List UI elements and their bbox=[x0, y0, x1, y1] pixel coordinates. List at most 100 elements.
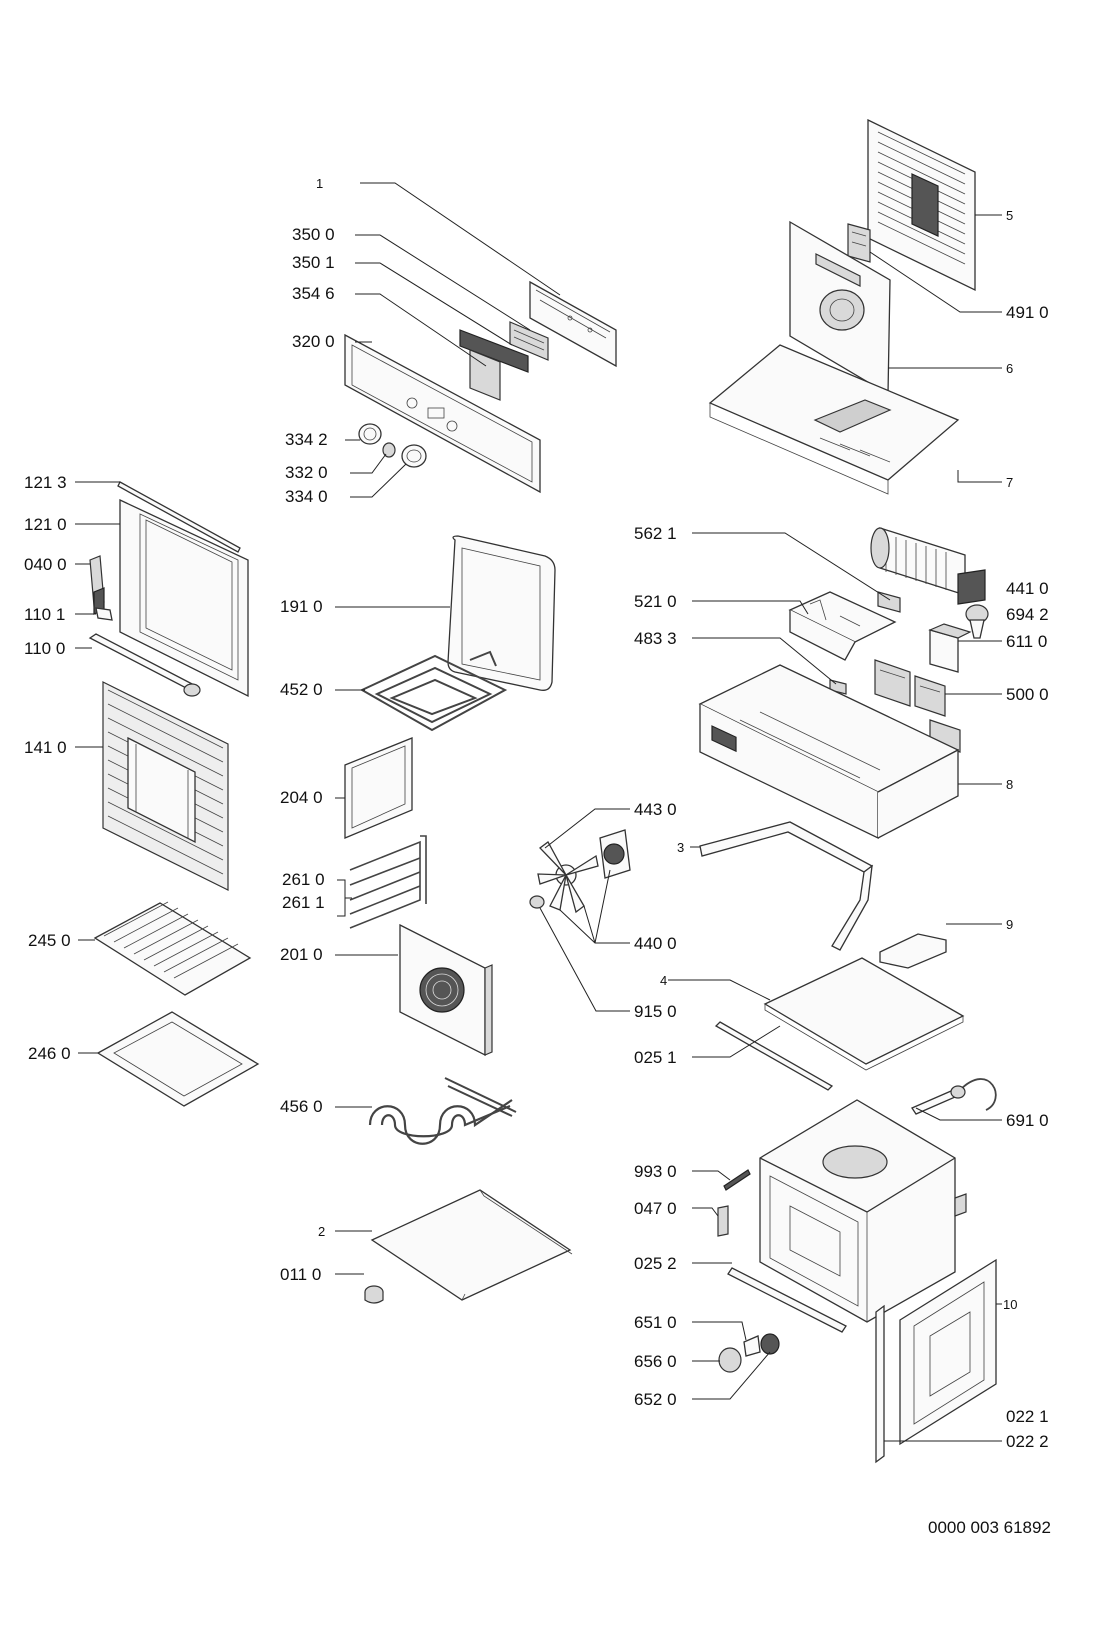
part-3200-control-panel bbox=[344, 333, 541, 494]
part-6520-lamp-holder bbox=[760, 1333, 780, 1355]
label-110-0: 110 0 bbox=[24, 639, 65, 658]
label-9: 9 bbox=[1006, 917, 1013, 932]
label-441-0: 441 0 bbox=[1006, 579, 1049, 598]
part-4560-bottom-element bbox=[368, 1077, 517, 1145]
part-4-heat-shield bbox=[763, 957, 965, 1071]
label-025-1: 025 1 bbox=[634, 1048, 677, 1067]
label-334-2: 334 2 bbox=[285, 430, 328, 449]
label-7: 7 bbox=[1006, 475, 1013, 490]
part-1101-handle-support bbox=[95, 607, 113, 621]
part-0400-hinge bbox=[89, 555, 105, 615]
part-6110-relay bbox=[928, 623, 972, 673]
part-4520-grill-element bbox=[359, 650, 508, 732]
label-350-0: 350 0 bbox=[292, 225, 335, 244]
part-5621-clip bbox=[877, 591, 901, 613]
label-456-0: 456 0 bbox=[280, 1097, 323, 1116]
part-3500-control-module bbox=[509, 321, 549, 361]
label-121-3: 121 3 bbox=[24, 473, 67, 492]
label-652-0: 652 0 bbox=[634, 1390, 677, 1409]
part-2010-fan-cover bbox=[399, 923, 493, 1057]
part-6910-sensor bbox=[911, 1078, 997, 1115]
part-3340-knob bbox=[401, 444, 427, 468]
label-2: 2 bbox=[318, 1224, 325, 1239]
part-3546-display bbox=[469, 349, 501, 401]
label-261-0: 261 0 bbox=[282, 870, 325, 889]
label-562-1: 562 1 bbox=[634, 524, 677, 543]
part-4910-terminal-block bbox=[847, 223, 871, 263]
part-8-chassis-tray bbox=[698, 664, 960, 840]
label-491-0: 491 0 bbox=[1006, 303, 1049, 322]
label-011-0: 011 0 bbox=[280, 1265, 321, 1284]
label-204-0: 204 0 bbox=[280, 788, 323, 807]
label-320-0: 320 0 bbox=[292, 332, 335, 351]
label-022-1: 022 1 bbox=[1006, 1407, 1049, 1426]
part-0470-hinge-receiver bbox=[717, 1205, 729, 1237]
label-651-0: 651 0 bbox=[634, 1313, 677, 1332]
part-3342-knob bbox=[358, 423, 382, 445]
label-025-2: 025 2 bbox=[634, 1254, 677, 1273]
label-110-1: 110 1 bbox=[24, 605, 65, 624]
part-6-back-wall bbox=[789, 220, 891, 396]
label-611-0: 611 0 bbox=[1006, 632, 1047, 651]
part-4410-tangential-fan bbox=[870, 527, 986, 605]
part-2040-side-rack bbox=[344, 737, 413, 839]
label-483-3: 483 3 bbox=[634, 629, 677, 648]
label-3: 3 bbox=[677, 840, 684, 855]
label-443-0: 443 0 bbox=[634, 800, 677, 819]
part-10-side-panel bbox=[899, 1258, 997, 1446]
label-915-0: 915 0 bbox=[634, 1002, 677, 1021]
part-7-top-cover bbox=[708, 344, 960, 495]
label-201-0: 201 0 bbox=[280, 945, 323, 964]
part-2-bottom-plate bbox=[370, 1189, 573, 1301]
label-121-0: 121 0 bbox=[24, 515, 67, 534]
part-labels: 1 350 0 350 1 354 6 320 0 334 2 332 0 33… bbox=[24, 176, 1049, 1451]
label-1: 1 bbox=[316, 176, 323, 191]
part-3-front-frame bbox=[699, 821, 874, 951]
label-6: 6 bbox=[1006, 361, 1013, 376]
part-5-rear-panel bbox=[867, 118, 976, 292]
label-246-0: 246 0 bbox=[28, 1044, 71, 1063]
part-1213-door-trim bbox=[117, 481, 241, 553]
label-040-0: 040 0 bbox=[24, 555, 67, 574]
part-3320-knob-spindle bbox=[382, 442, 396, 458]
oven-cavity bbox=[759, 1099, 967, 1323]
part-0252-lower-rail bbox=[727, 1267, 847, 1333]
part-2460-baking-tray bbox=[96, 1011, 260, 1107]
part-1910-oven-seal bbox=[447, 535, 556, 691]
label-141-0: 141 0 bbox=[24, 738, 67, 757]
label-440-0: 440 0 bbox=[634, 934, 677, 953]
label-022-2: 022 2 bbox=[1006, 1432, 1049, 1451]
label-452-0: 452 0 bbox=[280, 680, 323, 699]
part-1-control-bracket bbox=[529, 280, 617, 368]
part-6510-lamp bbox=[743, 1335, 761, 1357]
label-8: 8 bbox=[1006, 777, 1013, 792]
label-993-0: 993 0 bbox=[634, 1162, 677, 1181]
label-691-0: 691 0 bbox=[1006, 1111, 1049, 1130]
part-1100-door-handle bbox=[88, 633, 201, 697]
part-5210-bracket bbox=[788, 591, 897, 661]
label-354-6: 354 6 bbox=[292, 284, 335, 303]
label-521-0: 521 0 bbox=[634, 592, 677, 611]
part-2450-wire-shelf bbox=[93, 901, 252, 996]
label-694-2: 694 2 bbox=[1006, 605, 1049, 624]
part-0110-foot bbox=[364, 1285, 384, 1304]
label-191-0: 191 0 bbox=[280, 597, 323, 616]
part-6560-lamp-cover bbox=[718, 1347, 742, 1373]
label-500-0: 500 0 bbox=[1006, 685, 1049, 704]
part-0251-rail bbox=[714, 1021, 834, 1091]
label-261-1: 261 1 bbox=[282, 893, 325, 912]
label-350-1: 350 1 bbox=[292, 253, 335, 272]
part-0221-side-strip bbox=[875, 1304, 885, 1464]
label-245-0: 245 0 bbox=[28, 931, 71, 950]
part-4430-fan-motor bbox=[599, 829, 631, 879]
document-number: 0000 003 61892 bbox=[928, 1518, 1051, 1537]
part-6942-thermostat bbox=[965, 604, 989, 639]
label-5: 5 bbox=[1006, 208, 1013, 223]
part-3501-control-module bbox=[459, 329, 529, 373]
part-9150-nut bbox=[529, 895, 545, 909]
label-4: 4 bbox=[660, 973, 667, 988]
leader-lines bbox=[75, 182, 1002, 1442]
label-047-0: 047 0 bbox=[634, 1199, 677, 1218]
label-332-0: 332 0 bbox=[285, 463, 328, 482]
